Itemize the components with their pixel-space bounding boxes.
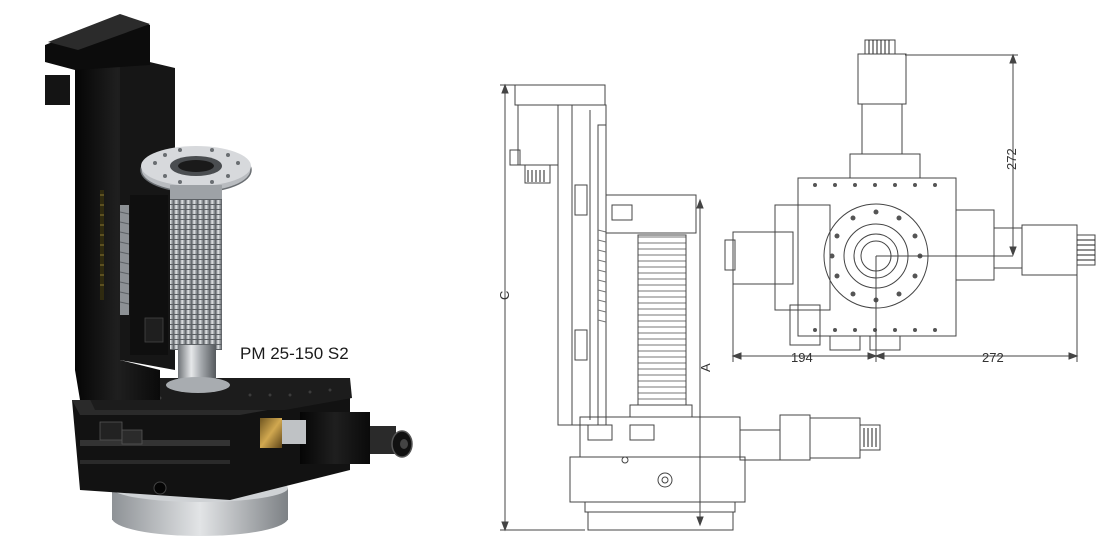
dimension-272-horizontal-label: 272: [982, 350, 1004, 365]
lead-screw: [120, 205, 129, 315]
stage-render: [45, 14, 413, 536]
side-motor: [300, 412, 370, 464]
dimension-194-label: 194: [791, 350, 813, 365]
side-view-drawing: [500, 83, 881, 532]
brass-adapter: [260, 418, 282, 448]
side-bellows: [637, 234, 687, 406]
dimension-c-label: C: [497, 290, 512, 300]
model-label: PM 25-150 S2: [240, 344, 349, 363]
top-view-drawing: [724, 39, 1096, 362]
dimension-272-vertical-label: 272: [1004, 148, 1019, 170]
dimension-a-label: A: [698, 363, 713, 372]
vertical-column: [75, 45, 160, 400]
bellows: [170, 190, 222, 350]
